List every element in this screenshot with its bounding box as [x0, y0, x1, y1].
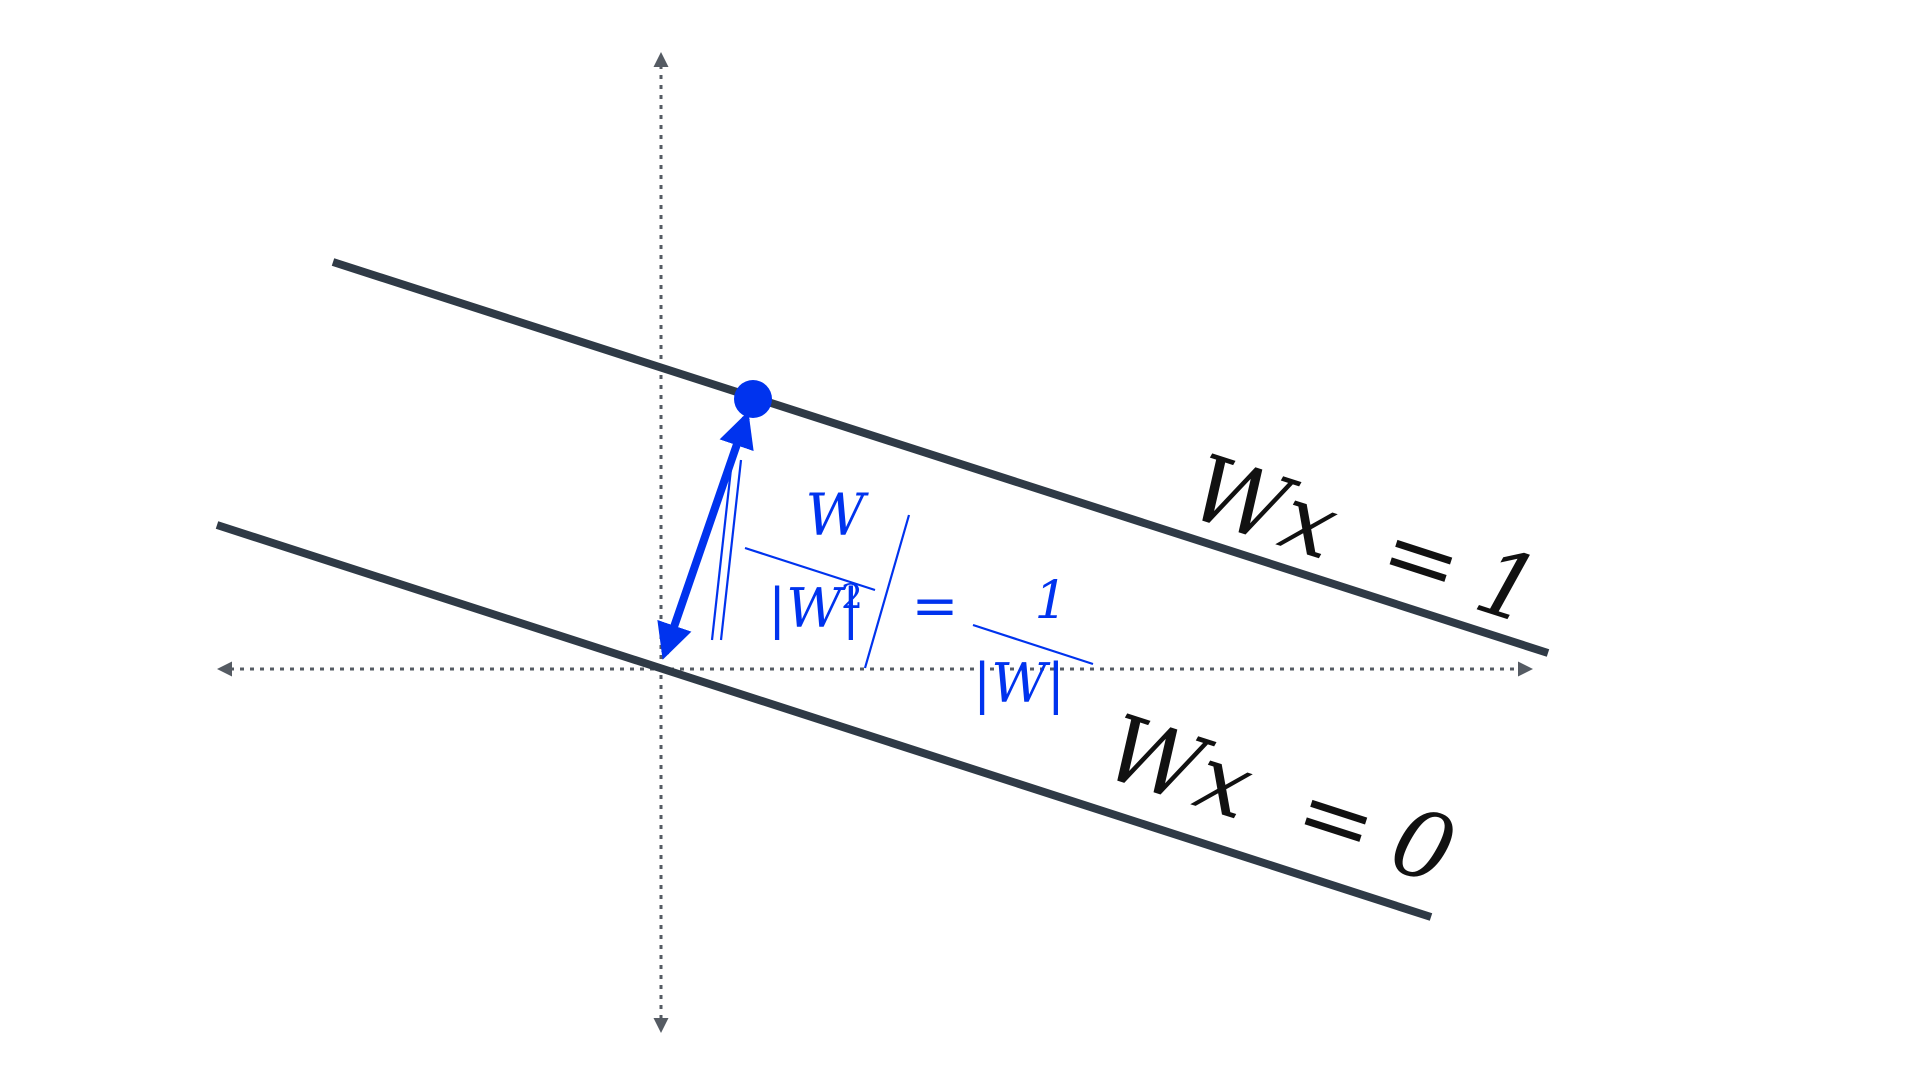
hyperplane-wx-equals-0: [215, 521, 1433, 921]
fraction2-numerator: 1: [1034, 571, 1067, 631]
label-wx-1-equals: =: [1369, 496, 1475, 622]
label-wx-1-lhs: Wx: [1178, 434, 1350, 581]
fraction2-denominator: |W|: [973, 652, 1065, 715]
norm-bar-left-inner: [719, 459, 743, 641]
label-wx-0-rhs: 0: [1379, 786, 1468, 906]
margin-formula: W |W| 2 = 1 |W|: [710, 459, 1094, 715]
formula-equals: =: [912, 574, 959, 639]
fraction1-denominator-exponent: 2: [841, 577, 863, 617]
margin-distance-arrow: [657, 411, 754, 660]
norm-bar-right: [863, 514, 911, 669]
label-wx-0-equals: =: [1284, 756, 1390, 882]
norm-bar-left-outer: [710, 459, 734, 641]
fraction1-numerator: W: [805, 481, 869, 549]
label-wx-equals-1: Wx = 1: [1178, 434, 1552, 646]
fraction1-denominator-base: |W|: [768, 577, 860, 640]
fraction2-bar: [972, 623, 1094, 666]
fraction1-bar: [744, 546, 876, 592]
support-point: [734, 380, 772, 418]
label-wx-equals-0: Wx = 0: [1093, 694, 1467, 906]
label-wx-1-rhs: 1: [1464, 526, 1553, 646]
hyperplane-wx-equals-1: [331, 258, 1550, 657]
